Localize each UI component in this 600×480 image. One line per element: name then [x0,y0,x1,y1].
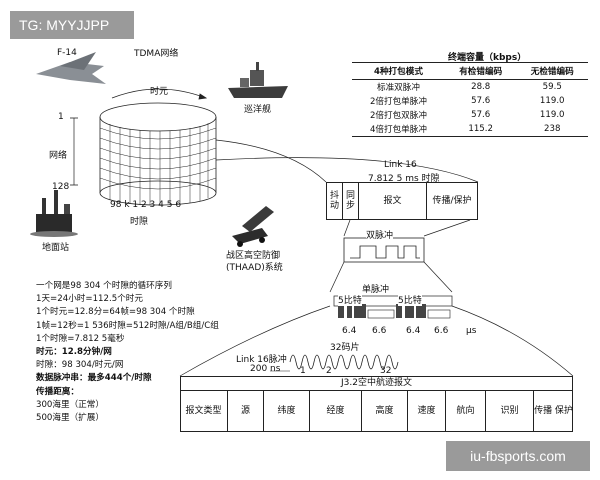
label-f14: F-14 [57,48,77,58]
label-single-pulse: 单脉冲 [362,282,390,295]
thaad-launcher-icon [232,206,274,247]
capacity-without-ecc: 59.5 [542,82,562,92]
note-line: 1个时隙=7.812 5毫秒 [36,333,125,344]
capacity-with-ecc: 57.6 [471,96,491,106]
capacity-mode: 2倍打包双脉冲 [369,111,427,121]
slot-field-sync: 同步 [343,183,359,219]
capacity-title: 终端容量（kbps） [448,53,527,63]
ground-station-icon [30,190,78,237]
label-link16-title: Link 16 [384,160,417,170]
label-p1: 1 [300,366,306,376]
capacity-with-ecc: 28.8 [471,82,491,92]
note-line: 时隙：98 304/时元/网 [36,360,124,371]
table-row: 2倍打包双脉冲 57.6 119.0 [352,108,588,122]
slot-field-message: 报文 [359,183,427,219]
capacity-with-ecc: 115.2 [444,122,517,137]
note-line: 1帧=12秒=1 536时隙=512时隙/A组/B组/C组 [36,320,219,331]
label-epoch: 时元 [150,87,169,97]
label-net-top: 1 [58,112,64,122]
frame-field-source: 源 [228,390,264,432]
note-line: 时元：12.8分钟/网 [36,347,112,358]
label-200ns: 200 ns [250,364,281,374]
double-pulse-box [343,237,425,263]
note-line: 1天=24小时=112.5个时元 [36,294,143,305]
slot-field-jitter: 抖动 [327,183,343,219]
label-chips: 32码片 [330,343,360,353]
capacity-mode: 4倍打包单脉冲 [352,122,445,137]
single-pulse-bars [333,295,453,319]
frame-field-type: 报文类型 [180,390,228,432]
capacity-without-ecc: 119.0 [539,110,565,120]
j32-message-frame [180,376,573,432]
label-tdma-net: TDMA网络 [134,49,179,59]
capacity-header: 有检错编码 [444,62,517,80]
frame-field-speed: 速度 [408,390,446,432]
frame-field-protection: 传播 保护 [534,406,573,416]
label-link16-sub: 7.812 5 ms 时隙 [368,174,440,184]
note-line: 1个时元=12.8分=64帧=98 304 个时隙 [36,307,195,318]
frame-field-heading: 航向 [446,390,486,432]
label-t1: 6.4 [342,326,357,336]
label-t4: 6.6 [434,326,449,336]
table-row: 标准双脉冲 28.8 59.5 [352,80,588,95]
label-p2: 2 [326,366,332,376]
label-us: μs [466,326,477,336]
label-slot-ticks: 98 k 1 2 3 4 5 6 [110,200,182,210]
capacity-header-row: 4种打包模式 有检错编码 无检错编码 [352,62,588,80]
label-5bits-b: 5比特 [398,293,422,306]
f14-aircraft-icon [36,52,106,84]
label-cruiser: 巡洋舰 [244,105,272,115]
label-t3: 6.4 [406,326,421,336]
frame-field-altitude: 高度 [362,390,408,432]
capacity-mode: 2倍打包单脉冲 [369,97,427,107]
table-row: 4倍打包单脉冲 115.2 238 [352,122,588,137]
note-line: 数据脉冲串：最多444个/时隙 [36,373,152,384]
timing-notes: 一个网是98 304 个时隙的循环序列 1天=24小时=112.5个时元 1个时… [36,280,219,425]
label-net: 网络 [49,151,68,161]
frame-field-longitude: 经度 [310,390,362,432]
j32-frame-title: J3.2空中航迹报文 [180,376,573,391]
note-line: 300海里（正常） [36,399,104,410]
watermark-top: TG: MYYJJPP [10,11,134,39]
label-thaad: 战区高空防御 [226,251,281,261]
capacity-without-ecc: 238 [516,122,588,137]
tdma-cylinder [70,88,217,206]
slot-field-propagation: 传播/保护 [432,196,472,206]
capacity-header: 4种打包模式 [352,62,445,80]
frame-field-latitude: 纬度 [264,390,310,432]
note-line: 一个网是98 304 个时隙的循环序列 [36,281,172,291]
label-thaad-sub: (THAAD)系统 [226,263,283,273]
label-double-pulse: 双脉冲 [366,228,394,241]
capacity-header: 无检错编码 [516,62,588,80]
label-slot: 时隙 [130,217,149,227]
label-link16-pulse: Link 16脉冲 [236,355,287,365]
capacity-without-ecc: 119.0 [539,96,565,106]
label-net-bottom: 128 [52,182,70,192]
note-line: 500海里（扩展） [36,413,104,424]
frame-field-ident: 识别 [486,390,534,432]
label-ground-station: 地面站 [42,243,70,253]
j32-frame-fields: 报文类型 源 纬度 经度 高度 速度 航向 识别 传播 保护 [180,390,573,432]
link16-pulse-waveform [289,354,399,370]
label-t2: 6.6 [372,326,387,336]
table-row: 2倍打包单脉冲 57.6 119.0 [352,94,588,108]
capacity-table: 4种打包模式 有检错编码 无检错编码 标准双脉冲 28.8 59.5 2倍打包单… [352,62,588,137]
capacity-mode: 标准双脉冲 [376,83,420,93]
cruiser-ship-icon [228,62,288,98]
label-5bits-a: 5比特 [338,293,362,306]
label-p32: 32 [380,366,392,376]
capacity-with-ecc: 57.6 [471,110,491,120]
link16-zoom-lines [179,139,574,377]
watermark-bottom: iu-fbsports.com [446,441,590,471]
note-line: 传播距离： [36,386,79,397]
link16-slot-structure: 抖动 同步 报文 传播/保护 [326,182,478,220]
